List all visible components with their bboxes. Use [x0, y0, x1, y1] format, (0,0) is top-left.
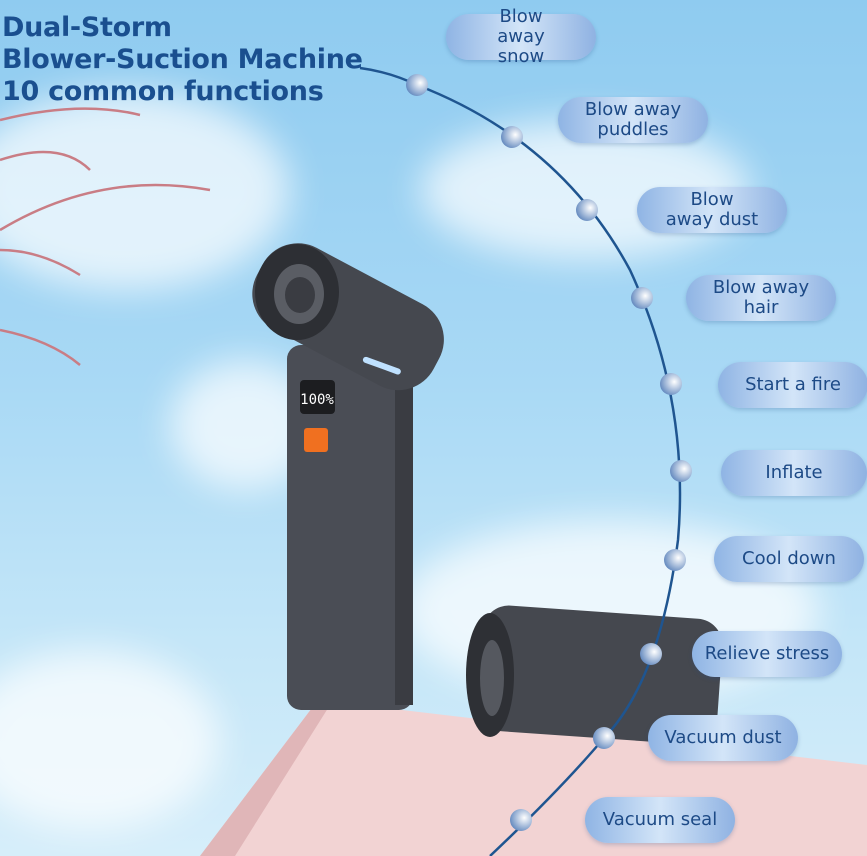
headline: Dual-Storm Blower-Suction Machine 10 com… [2, 12, 363, 108]
function-relieve-stress: Relieve stress [692, 631, 842, 677]
function-blow-snow: Blow away snow [446, 7, 596, 67]
pink-grass [0, 107, 211, 366]
cloud [0, 90, 290, 290]
arc-dot [406, 74, 428, 96]
headline-line: 10 common functions [2, 76, 324, 107]
function-inflate: Inflate [721, 450, 867, 496]
arc-dot [664, 549, 686, 571]
arc-dot [593, 727, 615, 749]
arc-dot [640, 643, 662, 665]
arc-dot [631, 287, 653, 309]
function-blow-hair: Blow away hair [686, 275, 836, 321]
arc-dot [660, 373, 682, 395]
function-blow-puddles: Blow away puddles [558, 97, 708, 143]
cloud [0, 650, 220, 830]
headline-line: Dual-Storm [2, 12, 172, 43]
blower-device: 100% [252, 243, 444, 710]
arc-dot [510, 809, 532, 831]
function-cool-down: Cool down [714, 536, 864, 582]
display-readout: 100% [300, 392, 334, 408]
headline-line: Blower-Suction Machine [2, 44, 363, 75]
function-start-fire: Start a fire [718, 362, 867, 408]
arc-dot [501, 126, 523, 148]
second-blower [466, 605, 723, 745]
function-vacuum-dust: Vacuum dust [648, 715, 798, 761]
arc-dots [406, 74, 692, 831]
power-button [304, 428, 328, 452]
arc-dot [670, 460, 692, 482]
arc-dot [576, 199, 598, 221]
function-blow-dust: Blow away dust [637, 187, 787, 233]
function-vacuum-seal: Vacuum seal [585, 797, 735, 843]
